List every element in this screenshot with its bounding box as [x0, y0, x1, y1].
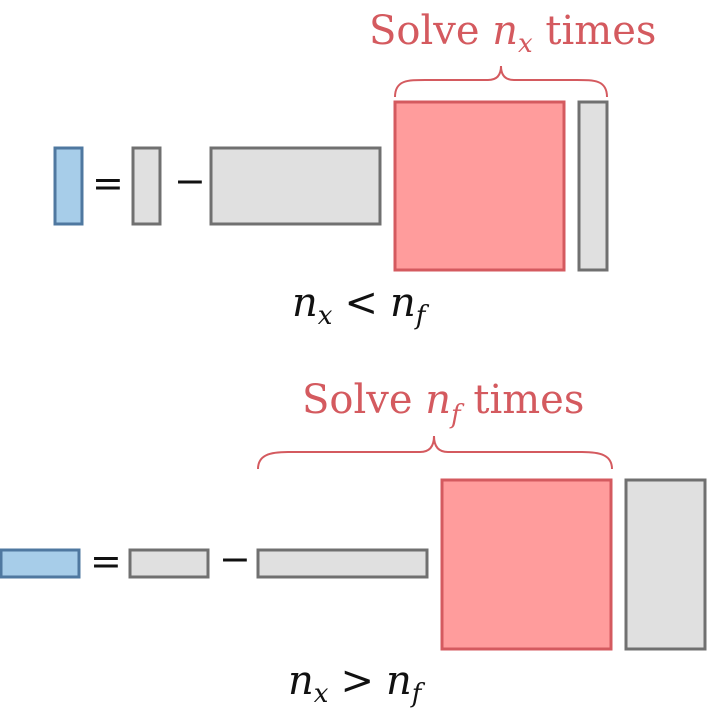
top-condition: nx<nf: [292, 280, 430, 331]
bottom-wide-vector: [256, 548, 429, 579]
top-tall-vector: [577, 100, 609, 272]
bottom-panel: Solve nf times = − nx>nf: [0, 377, 707, 709]
top-result-vector: [53, 146, 84, 226]
bottom-equals-sign: =: [90, 539, 122, 583]
top-equals-sign: =: [92, 161, 124, 205]
bottom-solve-matrix: [440, 478, 613, 651]
bottom-condition: nx>nf: [288, 658, 426, 709]
top-minus-sign: −: [174, 159, 206, 203]
bottom-wide-matrix: [624, 478, 707, 651]
top-solve-matrix: [393, 100, 566, 272]
bottom-minus-sign: −: [219, 537, 251, 581]
bottom-brace: [257, 435, 613, 470]
top-panel: Solve nx times = − nx<nf: [53, 8, 656, 331]
top-brace-label: Solve nx times: [369, 8, 656, 59]
bottom-first-operand-vector: [128, 548, 210, 579]
top-first-operand-vector: [131, 146, 162, 226]
top-brace: [394, 65, 608, 98]
bottom-result-vector: [0, 548, 81, 579]
bottom-brace-label: Solve nf times: [302, 377, 584, 430]
top-wide-matrix: [209, 146, 382, 226]
